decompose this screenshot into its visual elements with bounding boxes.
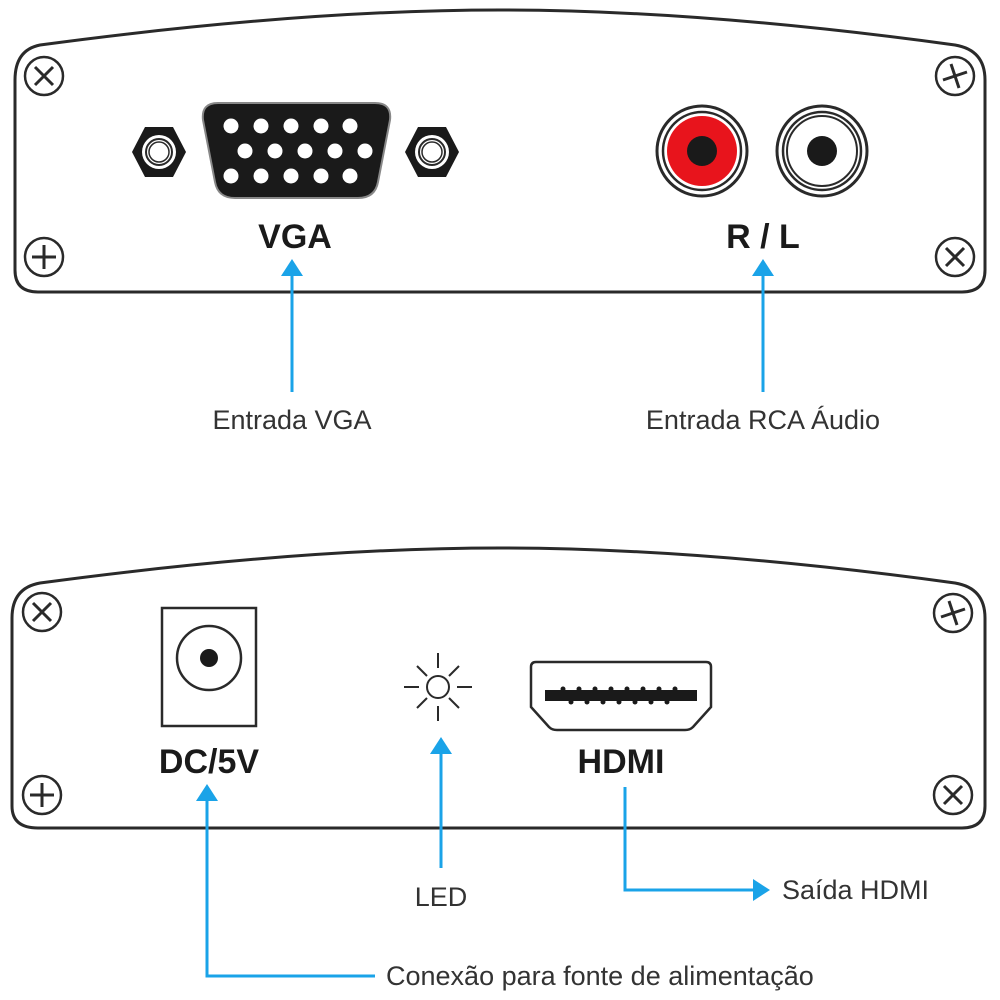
hdmi-port-label: HDMI (578, 743, 665, 781)
callout-vga (281, 259, 303, 392)
output-panel: DC/5V HDMI (10, 546, 987, 830)
vga-port-label: VGA (258, 218, 332, 256)
screw-icon (21, 774, 63, 816)
screw-icon (21, 591, 63, 633)
callout-vga-text: Entrada VGA (212, 405, 371, 435)
screw-icon (23, 55, 65, 97)
screw-icon (934, 236, 976, 278)
screw-icon (932, 774, 974, 816)
arrow-up-icon (281, 259, 303, 276)
rca-audio-jacks-icon (655, 104, 869, 198)
callout-rca-text: Entrada RCA Áudio (646, 405, 880, 435)
screw-icon (934, 55, 976, 97)
arrow-up-icon (196, 784, 218, 801)
panel-outline (13, 8, 987, 294)
panel-outline (10, 546, 987, 830)
callout-dc-text: Conexão para fonte de alimentação (386, 961, 814, 991)
arrow-up-icon (752, 259, 774, 276)
callout-hdmi-text: Saída HDMI (782, 875, 929, 905)
screw-icon (23, 236, 65, 278)
callout-rca (752, 259, 774, 392)
callout-led-text: LED (415, 882, 468, 912)
dc-port-label: DC/5V (159, 743, 259, 781)
screw-icon (932, 592, 974, 634)
input-panel: VGA R / L (13, 8, 987, 294)
led-indicator-icon (404, 653, 472, 721)
callout-hdmi (623, 787, 770, 901)
callout-dc (196, 784, 375, 978)
arrow-right-icon (753, 879, 770, 901)
callout-led (430, 737, 452, 868)
rca-port-label: R / L (726, 218, 800, 256)
hdmi-port-icon (529, 660, 713, 732)
arrow-up-icon (430, 737, 452, 754)
vga-port-icon (132, 102, 459, 199)
dc-power-jack-icon (160, 606, 258, 728)
